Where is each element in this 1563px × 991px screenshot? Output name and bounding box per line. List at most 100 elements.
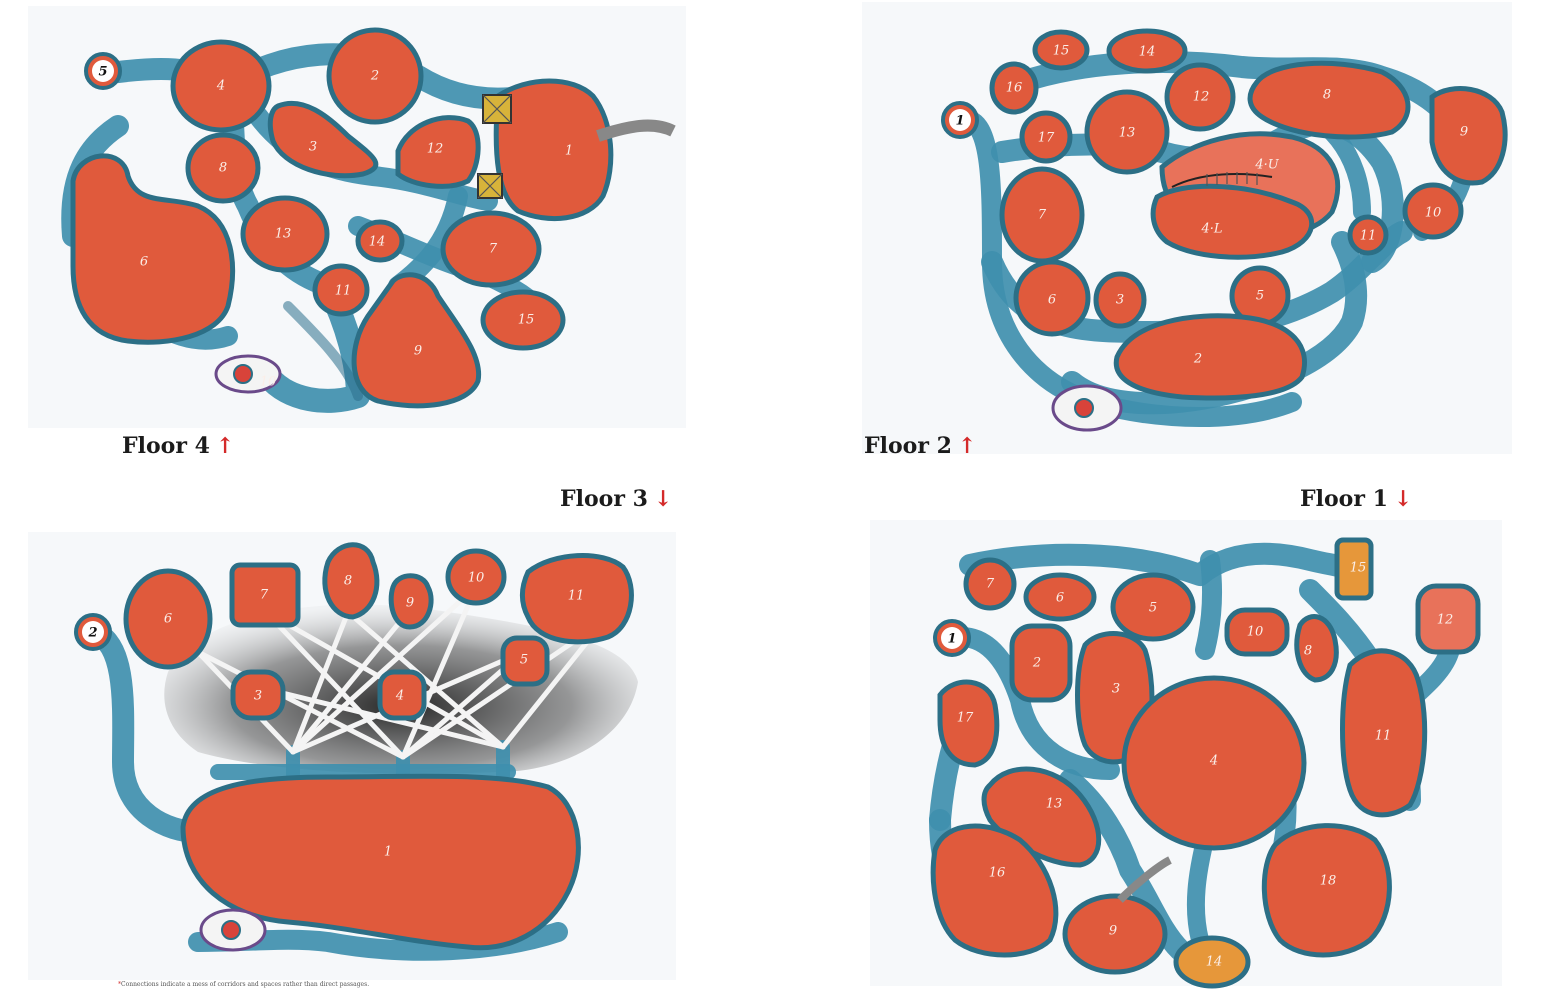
- f4-label-9: 9: [414, 344, 422, 359]
- f4-label-11: 11: [335, 284, 352, 299]
- f1-label-12: 12: [1437, 613, 1454, 628]
- f2-label-7: 7: [1038, 208, 1047, 223]
- f2-room-4L: [1150, 183, 1315, 260]
- floor-4-plan: 5 1 2 3 4 6 7 8 9 10 11 12 13 14 15: [61, 27, 676, 413]
- f1-room-16: [930, 823, 1059, 958]
- f2-room-12: [1164, 62, 1236, 132]
- f1-label-7: 7: [986, 577, 995, 592]
- f2-room-8: [1247, 60, 1411, 140]
- f2-label-5: 5: [1256, 289, 1264, 304]
- f2-label-3: 3: [1116, 293, 1124, 308]
- f2-label-16: 16: [1006, 81, 1023, 96]
- floor-2-room-labels: 2 3 4·L 4·U 5 6 7 8 9 10 11 12 13 14 15 …: [1006, 44, 1468, 367]
- f4-room-11: [312, 263, 370, 317]
- floor-2-map: 1 2 3 4·L 4·U 5 6 7 8 9 10 11 12 13 14 1…: [862, 2, 1512, 454]
- f1-label-9: 9: [1109, 924, 1117, 939]
- f1-room-2: [1009, 623, 1073, 703]
- f4-room-2: [326, 27, 424, 125]
- f1-label-3: 3: [1112, 682, 1120, 697]
- f3-room-10: [445, 548, 507, 606]
- f2-room-13: [1084, 89, 1170, 175]
- f1-room-9: [1062, 893, 1168, 975]
- f3-label-11: 11: [568, 589, 585, 604]
- f3-label-1: 1: [384, 845, 392, 860]
- floor-4-stair: [214, 354, 282, 394]
- floor-1-title: Floor 1: [1300, 486, 1388, 512]
- f2-room-16: [989, 61, 1039, 115]
- f3-label-3: 3: [254, 689, 262, 704]
- f2-room-3: [1093, 271, 1147, 329]
- f1-label-5: 5: [1149, 601, 1157, 616]
- f2-label-6: 6: [1048, 293, 1056, 308]
- f2-room-10: [1402, 182, 1464, 240]
- f1-room-12: [1415, 583, 1481, 655]
- f1-label-16: 16: [989, 866, 1006, 881]
- floor-3-entrance-badge: 2: [74, 613, 112, 651]
- down-arrow-icon: ↓: [1393, 486, 1413, 512]
- f2-label-8: 8: [1323, 88, 1331, 103]
- floor-3-badge-label: 2: [87, 626, 97, 641]
- floor-4-map: 5 1 2 3 4 6 7 8 9 10 11 12 13 14 15: [28, 6, 686, 428]
- floor-3-plan: 2 1 3 4 5 6 7 8 9 10 11: [74, 542, 638, 961]
- f2-label-11: 11: [1360, 229, 1377, 244]
- f3-room-6: [123, 568, 213, 670]
- f1-room-15: [1334, 537, 1374, 601]
- down-arrow-icon: ↓: [653, 486, 673, 512]
- f4-label-6: 6: [140, 255, 148, 270]
- floor-2-label: Floor 2↑: [864, 433, 976, 459]
- f1-label-18: 18: [1320, 874, 1337, 889]
- floor-2-entrance-badge: 1: [941, 101, 979, 139]
- f3-label-6: 6: [164, 612, 172, 627]
- f2-room-17: [1019, 110, 1073, 164]
- up-arrow-icon: ↑: [957, 433, 977, 459]
- f3-room-1: [180, 773, 581, 951]
- f3-room-3: [230, 669, 286, 721]
- f4-label-2: 2: [370, 69, 379, 84]
- f1-label-14: 14: [1206, 955, 1223, 970]
- f1-room-13: [981, 766, 1102, 868]
- f3-label-9: 9: [406, 596, 414, 611]
- f4-label-14: 14: [369, 235, 386, 250]
- up-arrow-icon: ↑: [215, 433, 235, 459]
- f4-label-8: 8: [219, 161, 227, 176]
- floor-4-title: Floor 4: [122, 433, 210, 459]
- floor-1-rooms: [930, 537, 1481, 989]
- floor-3-map: 2 1 3 4 5 6 7 8 9 10 11: [28, 532, 676, 980]
- floor-3-rooms: [123, 542, 634, 951]
- floor-4-badge-label: 5: [98, 65, 107, 80]
- floor-1-label: Floor 1↓: [1300, 486, 1412, 512]
- f4-label-4: 4: [216, 79, 225, 94]
- floor-4-label: Floor 4↑: [122, 433, 234, 459]
- floor-2-rooms: [989, 28, 1508, 401]
- floor-1-entrance-badge: 1: [933, 619, 971, 657]
- f1-room-8: [1294, 614, 1339, 683]
- f1-label-13: 13: [1046, 797, 1063, 812]
- f3-label-5: 5: [520, 653, 528, 668]
- f4-room-15: [480, 289, 566, 351]
- f1-label-2: 2: [1032, 656, 1041, 671]
- f1-label-17: 17: [957, 711, 974, 726]
- f2-room-14: [1106, 28, 1188, 74]
- f4-label-12: 12: [427, 142, 444, 157]
- f2-label-4U: 4·U: [1254, 158, 1279, 173]
- f2-label-14: 14: [1139, 45, 1156, 60]
- floor-3-label: Floor 3↓: [560, 486, 672, 512]
- f1-label-6: 6: [1056, 591, 1064, 606]
- f4-room-14: [355, 219, 405, 263]
- f4-room-4: [170, 39, 272, 133]
- footnote-text: Connections indicate a mess of corridors…: [121, 981, 370, 988]
- f4-label-15: 15: [518, 313, 535, 328]
- floor-2-plan: 1 2 3 4·L 4·U 5 6 7 8 9 10 11 12 13 14 1…: [941, 28, 1508, 432]
- floor-3-room-labels: 1 3 4 5 6 7 8 9 10 11: [164, 571, 584, 860]
- f4-room-6: [70, 153, 235, 345]
- f1-label-4: 4: [1209, 754, 1218, 769]
- f2-label-10: 10: [1425, 206, 1442, 221]
- floor-4-rooms: [70, 27, 614, 409]
- f2-room-15: [1032, 29, 1090, 71]
- f1-room-5: [1110, 572, 1196, 642]
- stair-spiral-icon: [1117, 856, 1172, 903]
- f3-label-4: 4: [395, 689, 404, 704]
- floor-2-badge-label: 1: [955, 114, 964, 129]
- f4-label-7: 7: [489, 242, 498, 257]
- f1-label-11: 11: [1375, 729, 1392, 744]
